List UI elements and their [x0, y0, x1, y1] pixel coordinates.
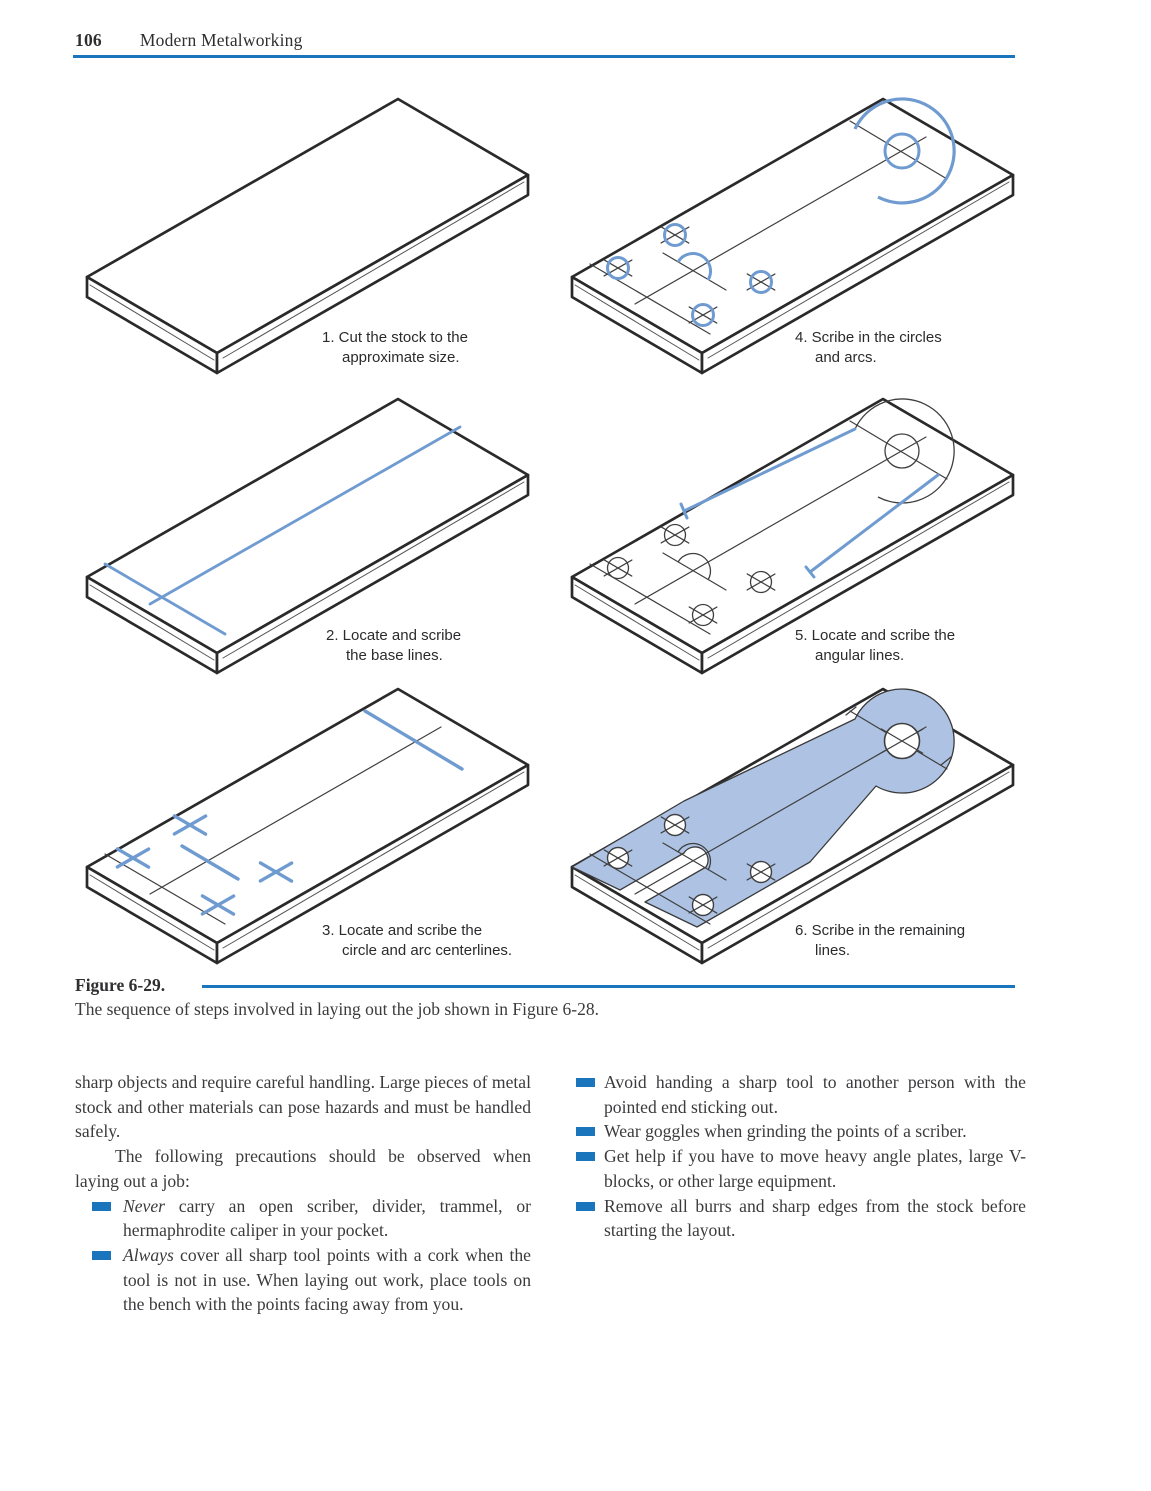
body-column-right: Avoid handing a sharp tool to another pe… — [576, 1070, 1026, 1243]
page-number: 106 — [75, 30, 102, 50]
caption-step-2: 2. Locate and scribe the base lines. — [326, 627, 462, 664]
paragraph: sharp objects and require careful handli… — [75, 1072, 531, 1142]
bullet-square-icon — [576, 1201, 595, 1211]
bullet-square-icon — [92, 1250, 111, 1260]
caption-step-5: 5. Locate and scribe the angular lines. — [795, 627, 956, 664]
isometric-plate-drawing — [85, 97, 530, 375]
page-header: 106 Modern Metalworking — [75, 30, 303, 51]
safety-bullet-item: Get help if you have to move heavy angle… — [576, 1144, 1026, 1193]
figure-label: Figure 6-29. — [75, 975, 166, 995]
paragraph: The following precautions should be obse… — [75, 1146, 531, 1191]
safety-bullet-item: Remove all burrs and sharp edges from th… — [576, 1194, 1026, 1243]
safety-bullet-item: Always cover all sharp tool points with … — [75, 1243, 531, 1317]
safety-bullet-item: Avoid handing a sharp tool to another pe… — [576, 1070, 1026, 1119]
figure-caption: The sequence of steps involved in laying… — [75, 999, 599, 1019]
diagram-step-1 — [75, 85, 545, 385]
book-title: Modern Metalworking — [139, 30, 303, 50]
header-rule — [73, 55, 1015, 58]
bullet-list-left: Never carry an open scriber, divider, tr… — [75, 1194, 531, 1318]
bullet-list-right: Avoid handing a sharp tool to another pe… — [576, 1070, 1026, 1243]
isometric-plate-drawing — [570, 397, 1015, 675]
isometric-plate-drawing — [570, 687, 1015, 965]
diagram-step-5 — [560, 385, 1030, 685]
safety-bullet-item: Wear goggles when grinding the points of… — [576, 1119, 1026, 1144]
bullet-square-icon — [92, 1201, 111, 1211]
safety-bullet-item: Never carry an open scriber, divider, tr… — [75, 1194, 531, 1243]
body-column-left: sharp objects and require careful handli… — [75, 1070, 531, 1317]
isometric-plate-drawing — [85, 397, 530, 675]
diagram-step-2 — [75, 385, 545, 685]
isometric-plate-drawing — [85, 687, 530, 965]
bullet-square-icon — [576, 1078, 595, 1087]
isometric-plate-drawing — [570, 97, 1015, 375]
bullet-square-icon — [576, 1127, 595, 1137]
caption-step-4: 4. Scribe in the circles and arcs. — [795, 329, 942, 366]
caption-step-3: 3. Locate and scribe the circle and arc … — [322, 922, 513, 959]
caption-step-1: 1. Cut the stock to the approximate size… — [322, 329, 468, 366]
diagram-step-3 — [75, 675, 545, 975]
caption-step-6: 6. Scribe in the remaining lines. — [795, 922, 966, 959]
diagram-step-4 — [560, 85, 1030, 385]
bullet-square-icon — [576, 1152, 595, 1162]
figure-rule — [202, 985, 1015, 988]
diagram-step-6 — [560, 675, 1030, 975]
